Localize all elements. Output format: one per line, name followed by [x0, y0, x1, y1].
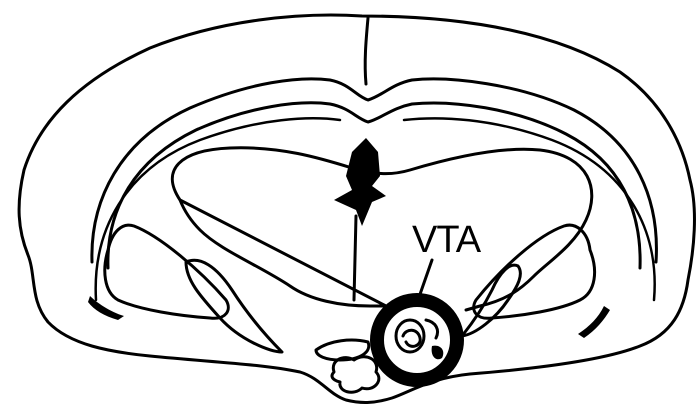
vta-inner-detail [403, 330, 420, 346]
vta-label: VTA [412, 219, 482, 261]
thalamus-outline [172, 148, 591, 310]
longitudinal-fissure [365, 18, 368, 84]
mammillary-body [332, 357, 379, 392]
vta-marker-ring [377, 300, 457, 380]
third-ventricle [334, 138, 386, 226]
vta-inner-arc [426, 320, 438, 338]
external-capsule-band-right [404, 118, 655, 300]
right-lateral-ventricle [578, 306, 610, 338]
vta-inner-blob [432, 346, 444, 360]
midline-stem [354, 216, 356, 300]
corpus-callosum-inner [108, 103, 640, 268]
right-hippocampus [462, 265, 520, 336]
